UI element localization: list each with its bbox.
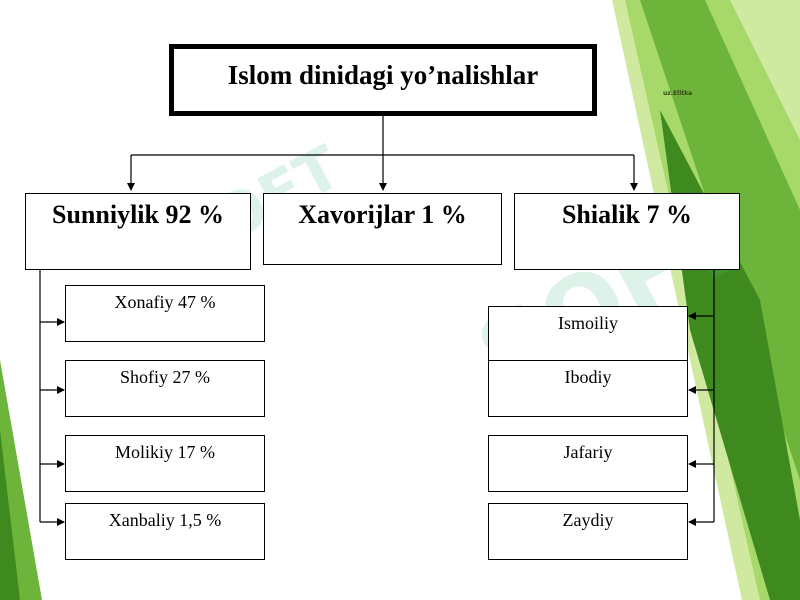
shia-school-box: Ismoiliy bbox=[488, 306, 688, 363]
shia-school-box: Zaydiy bbox=[488, 503, 688, 560]
branch-xavorij-box: Xavorijlar 1 % bbox=[263, 193, 502, 265]
branch-shia-label: Shialik 7 % bbox=[561, 200, 693, 229]
sunni-school-box: Xanbaliy 1,5 % bbox=[65, 503, 265, 560]
shia-school-box: Jafariy bbox=[488, 435, 688, 492]
sunni-school-label: Shofiy 27 % bbox=[120, 367, 210, 387]
shia-school-label: Ismoiliy bbox=[557, 313, 618, 333]
branch-shia-box: Shialik 7 % bbox=[514, 193, 740, 270]
branch-xavorij-label: Xavorijlar 1 % bbox=[298, 200, 467, 229]
sunni-school-label: Molikiy 17 % bbox=[114, 442, 215, 462]
branch-sunni-label: Sunniylik 92 % bbox=[52, 200, 224, 229]
bg-shape-left-dark bbox=[0, 430, 20, 600]
shia-school-label: Ibodiy bbox=[564, 367, 612, 387]
branch-sunni-box: Sunniylik 92 % bbox=[25, 193, 251, 270]
diagram-title-box: Islom dinidagi yo’nalishlar bbox=[169, 44, 597, 116]
shia-school-label: Jafariy bbox=[563, 442, 613, 462]
shia-school-label: Zaydiy bbox=[562, 510, 614, 530]
diagram-title: Islom dinidagi yo’nalishlar bbox=[227, 60, 539, 90]
sunni-school-label: Xonafiy 47 % bbox=[114, 292, 216, 312]
sunni-school-box: Molikiy 17 % bbox=[65, 435, 265, 492]
sunni-school-label: Xanbaliy 1,5 % bbox=[108, 510, 222, 530]
tiny-label: uz.Elitka bbox=[663, 90, 693, 97]
sunni-school-box: Shofiy 27 % bbox=[65, 360, 265, 417]
shia-school-box: Ibodiy bbox=[488, 360, 688, 417]
sunni-school-box: Xonafiy 47 % bbox=[65, 285, 265, 342]
